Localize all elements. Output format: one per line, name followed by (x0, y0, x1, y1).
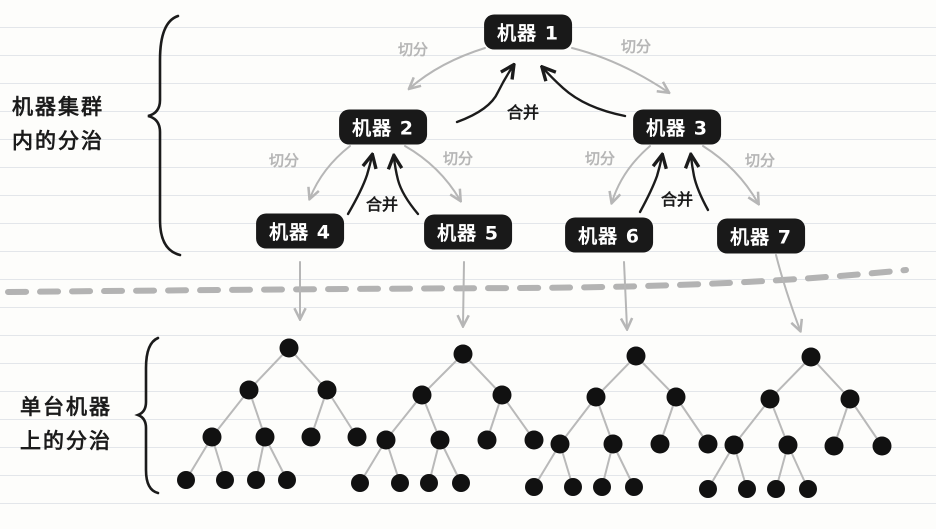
machine-5-node: 机器 5 (424, 214, 512, 250)
tree-3 (525, 346, 718, 496)
split-arrow-1-3 (571, 47, 668, 92)
split-label-2-4: 切分 (268, 151, 300, 170)
split-label-3-7: 切分 (744, 151, 776, 170)
split-label-2-5: 切分 (442, 149, 474, 168)
tree-1 (177, 338, 367, 489)
merge-label-2: 合并 (365, 195, 399, 214)
split-label-3-6: 切分 (584, 149, 616, 168)
single-label-line2: 上的分治 (20, 429, 112, 453)
cluster-label-line2: 内的分治 (12, 129, 104, 153)
split-arrows (300, 47, 800, 330)
machine-1-node: 机器 1 (484, 14, 572, 50)
handoff-arrow-7 (775, 254, 800, 330)
split-arrow-3-7 (702, 145, 758, 203)
single-machine-trees (177, 338, 892, 498)
cluster-brace (147, 14, 182, 257)
cluster-label-line1: 机器集群 (12, 95, 104, 119)
divider-line (5, 267, 909, 295)
merge-arrow-4-2 (346, 156, 372, 216)
split-arrow-1-2 (410, 47, 486, 88)
machine-2-node: 机器 2 (339, 109, 427, 145)
split-arrow-3-6 (612, 145, 651, 202)
tree-2 (351, 344, 544, 492)
split-label-1-2: 切分 (397, 40, 429, 59)
merge-label-3: 合并 (660, 190, 694, 209)
machine-3-node: 机器 3 (633, 109, 721, 145)
handoff-arrow-6 (624, 261, 627, 328)
machine-7-node: 机器 7 (717, 218, 805, 254)
single-label-line1: 单台机器 (20, 395, 112, 419)
merge-arrow-6-3 (638, 156, 662, 214)
merge-arrow-5-2 (394, 157, 420, 216)
tree-4 (699, 347, 892, 498)
merge-arrow-7-3 (691, 156, 710, 212)
merge-label-1: 合并 (506, 103, 540, 122)
machine-4-node: 机器 4 (256, 213, 344, 249)
machine-6-node: 机器 6 (565, 217, 653, 253)
split-label-1-3: 切分 (620, 37, 652, 56)
single-brace (134, 336, 160, 495)
split-arrow-2-5 (404, 145, 460, 200)
merge-arrow-3-1 (543, 68, 627, 118)
handoff-arrow-5 (463, 261, 464, 325)
split-arrow-2-4 (310, 145, 351, 198)
merge-arrow-2-1 (455, 66, 513, 124)
merge-arrows (346, 66, 710, 216)
